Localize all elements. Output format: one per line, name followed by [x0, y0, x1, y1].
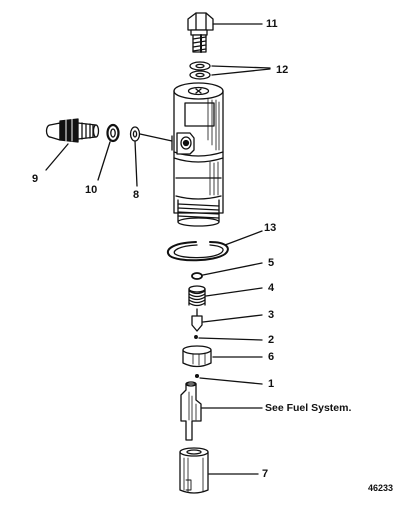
callout-1: 1 [268, 378, 275, 390]
part-2-ball [194, 335, 263, 341]
callout-7: 7 [262, 468, 269, 480]
part-8-washer [129, 126, 173, 187]
part-9-inlet-fitting [45, 118, 100, 171]
callout-4: 4 [268, 282, 275, 294]
callout-9: 9 [32, 173, 39, 185]
callout-13: 13 [264, 222, 277, 234]
callout-2: 2 [268, 334, 275, 346]
part-10-o-ring [97, 123, 120, 181]
part-5-washer [191, 262, 263, 280]
callout-5: 5 [268, 257, 275, 269]
callout-8: 8 [133, 189, 140, 201]
callout-11: 11 [266, 18, 278, 30]
part-3-pressure-pin [191, 308, 263, 332]
figure-number: 46233 [368, 483, 394, 493]
part-11-bolt [187, 12, 263, 53]
part-4-spring [188, 285, 263, 307]
nozzle [180, 381, 263, 441]
callout-10: 10 [85, 184, 98, 196]
part-1-pin [194, 373, 263, 385]
part-7-nozzle-nut [179, 447, 259, 494]
callout-12: 12 [276, 64, 289, 76]
callout-3: 3 [268, 309, 275, 321]
part-6-spacer [182, 345, 263, 368]
injector-body [171, 82, 224, 227]
fuel-system-note: See Fuel System. [265, 402, 352, 414]
part-13-retaining-ring [166, 230, 263, 262]
callout-6: 6 [268, 351, 275, 363]
part-12-washers [189, 61, 271, 80]
